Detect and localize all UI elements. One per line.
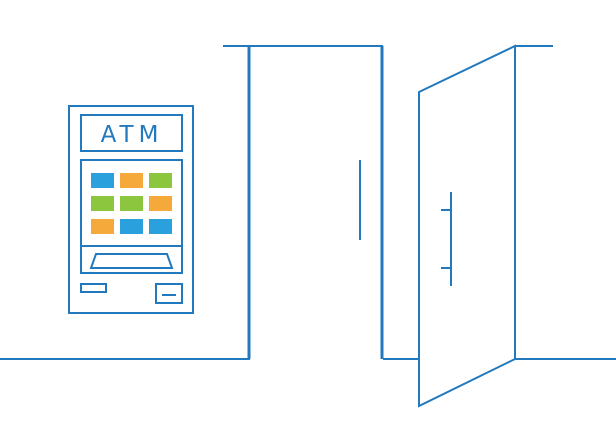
atm-label-panel: [80, 114, 183, 152]
atm-body: [68, 105, 194, 314]
atm-machine-icon: ATM: [68, 105, 194, 314]
open-door-icon: [418, 44, 553, 408]
atm-key-3: [149, 173, 172, 188]
atm-key-1: [91, 173, 114, 188]
atm-card-slot: [80, 283, 107, 293]
atm-receipt-slot: [155, 283, 183, 304]
atm-key-2: [120, 173, 143, 188]
atm-slot-panel: [80, 245, 183, 274]
atm-label: ATM: [101, 122, 164, 148]
atm-key-4: [91, 196, 114, 211]
atm-key-8: [120, 219, 143, 234]
atm-key-6: [149, 196, 172, 211]
atm-key-7: [91, 219, 114, 234]
atm-cash-slot: [89, 253, 174, 269]
atm-key-9: [149, 219, 172, 234]
atm-keypad: [91, 173, 172, 234]
atm-key-5: [120, 196, 143, 211]
open-door-panel: [418, 44, 516, 408]
closed-door-icon: [223, 45, 384, 359]
